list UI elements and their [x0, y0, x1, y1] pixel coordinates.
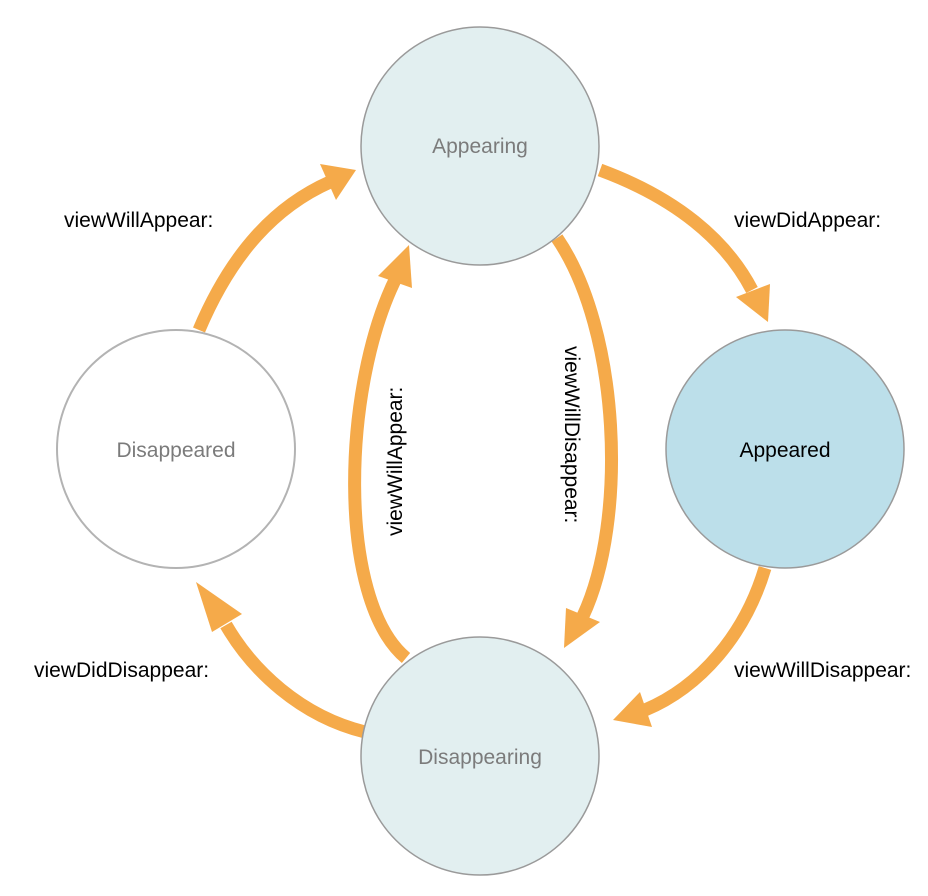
arrow-appearing-to-appeared — [597, 163, 770, 322]
state-label-appeared: Appeared — [739, 439, 830, 462]
state-disappearing: Disappearing — [360, 636, 600, 876]
label-view-will-disappear-inner: viewWillDisappear: — [560, 346, 583, 523]
label-view-will-appear-outer: viewWillAppear: — [64, 209, 213, 232]
arrow-disappeared-to-appearing — [193, 164, 356, 333]
arrow-disappearing-to-disappeared — [196, 582, 367, 739]
state-appeared: Appeared — [665, 329, 905, 569]
state-label-disappearing: Disappearing — [418, 746, 542, 769]
arrow-disappearing-to-appearing — [348, 245, 412, 663]
state-disappeared: Disappeared — [56, 329, 296, 569]
label-view-will-appear-inner: viewWillAppear: — [384, 387, 407, 536]
arrow-appeared-to-disappearing — [613, 566, 772, 727]
state-label-appearing: Appearing — [432, 135, 528, 158]
state-appearing: Appearing — [360, 26, 600, 266]
label-view-did-appear: viewDidAppear: — [734, 209, 881, 232]
label-view-did-disappear: viewDidDisappear: — [34, 659, 209, 682]
label-view-will-disappear-outer: viewWillDisappear: — [734, 659, 911, 682]
state-label-disappeared: Disappeared — [116, 439, 235, 462]
arrow-appearing-to-disappearing — [551, 234, 618, 648]
